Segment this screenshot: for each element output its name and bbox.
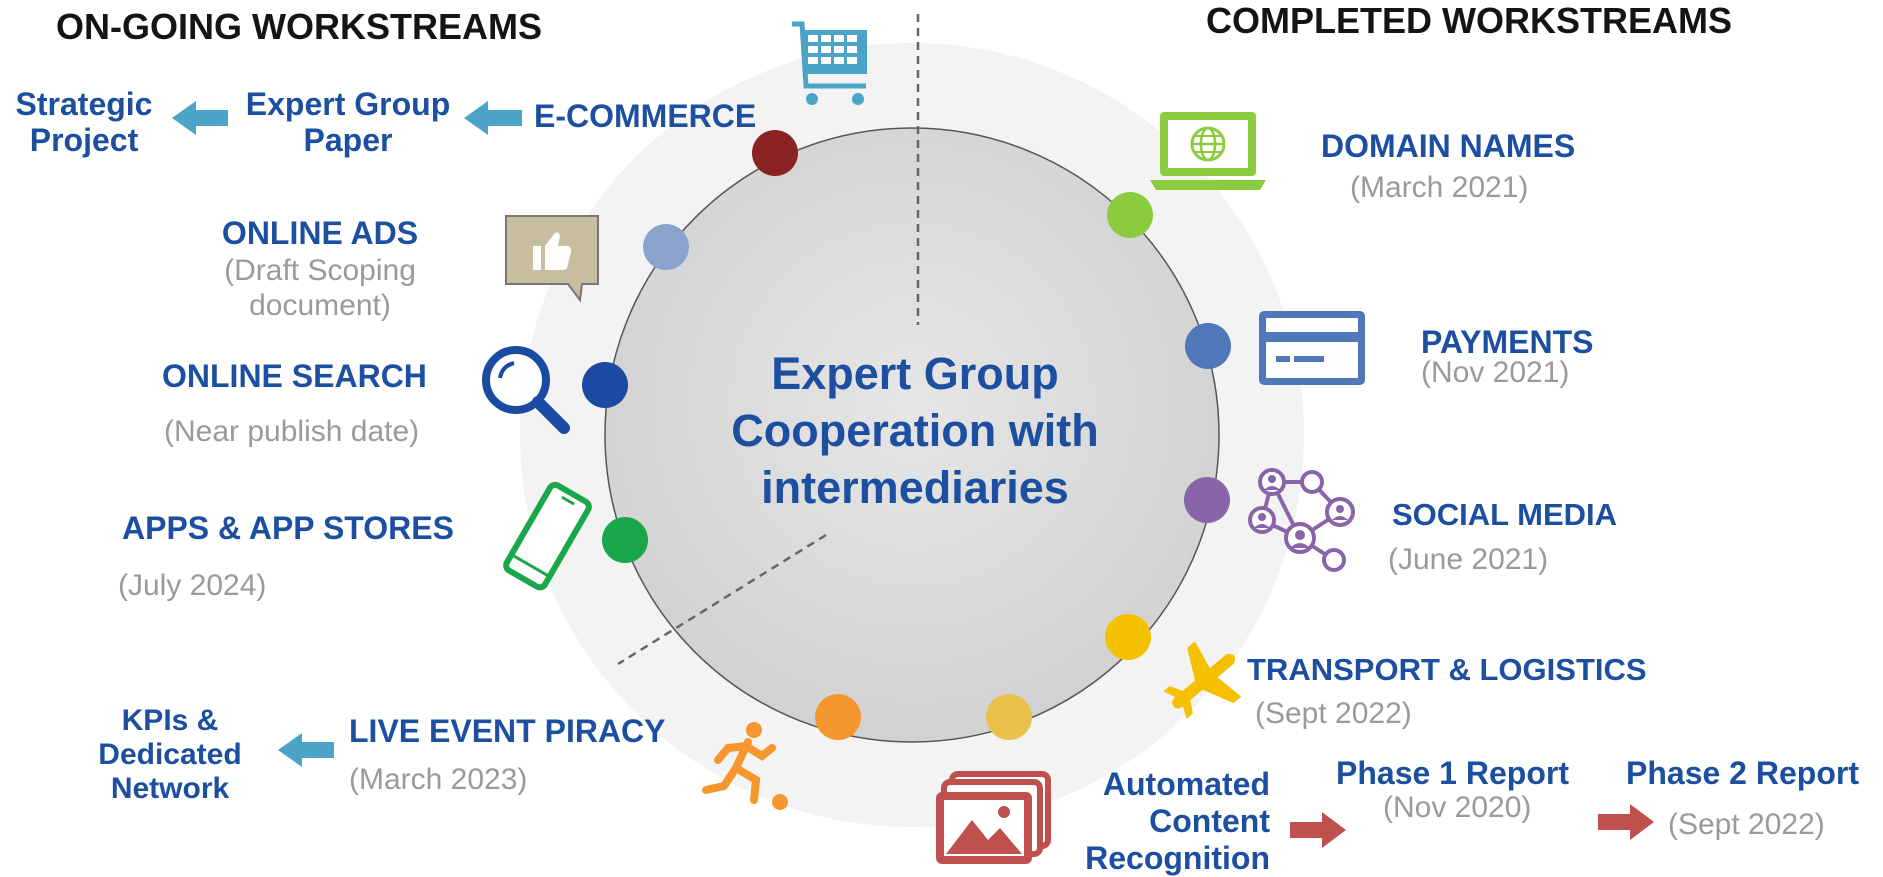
online-ads-label: ONLINE ADS xyxy=(221,215,419,251)
acr-phase1-date: (Nov 2020) xyxy=(1383,791,1532,824)
shopping-cart-icon xyxy=(792,21,867,105)
ecommerce-step1-line1: Expert Group xyxy=(245,86,451,122)
social-media-label: SOCIAL MEDIA xyxy=(1392,497,1618,532)
center-disc xyxy=(604,127,1220,743)
acr-phase2-date: (Sept 2022) xyxy=(1668,808,1825,841)
social-media-date: (June 2021) xyxy=(1388,543,1549,576)
arrow-phase1-to-phase2 xyxy=(1598,804,1654,840)
online-ads-status-line2: document) xyxy=(249,289,391,322)
domain-names-date: (March 2021) xyxy=(1350,171,1529,204)
payments-label: PAYMENTS xyxy=(1421,324,1594,360)
acr-phase2-label: Phase 2 Report xyxy=(1626,755,1859,791)
laptop-globe-icon xyxy=(1150,112,1266,190)
online-ads-status: (Draft Scoping document) xyxy=(200,253,440,323)
dot-ecommerce xyxy=(752,130,798,176)
arrow-paper-to-project xyxy=(172,101,228,135)
center-title: Expert Group Cooperation with intermedia… xyxy=(655,345,1175,516)
acr-label-line1: Automated xyxy=(1102,766,1270,802)
magnifier-icon xyxy=(482,346,570,434)
ecommerce-step2-line2: Project xyxy=(29,122,139,158)
apps-label: APPS & APP STORES xyxy=(122,510,454,546)
online-search-label: ONLINE SEARCH xyxy=(162,358,427,394)
ecommerce-step-strategic-project: Strategic Project xyxy=(4,86,164,158)
live-event-status: (March 2023) xyxy=(349,763,528,796)
domain-names-label: DOMAIN NAMES xyxy=(1321,128,1576,164)
arrow-acr-to-phase1 xyxy=(1290,812,1346,848)
ecommerce-label: E-COMMERCE xyxy=(534,98,757,134)
kpis-line1: KPIs & xyxy=(121,704,219,737)
kpis-line2: Dedicated xyxy=(98,738,242,771)
dot-online-search xyxy=(582,362,628,408)
transport-label: TRANSPORT & LOGISTICS xyxy=(1247,652,1647,687)
kpis-line3: Network xyxy=(110,772,230,805)
apps-status: (July 2024) xyxy=(118,569,267,602)
live-event-label: LIVE EVENT PIRACY xyxy=(349,713,666,749)
dot-domain-names xyxy=(1107,192,1153,238)
header-ongoing: ON-GOING WORKSTREAMS xyxy=(56,6,542,47)
arrow-live-event-to-kpis xyxy=(278,733,334,767)
acr-label-line2: Content xyxy=(1149,803,1270,839)
dot-live-event xyxy=(815,694,861,740)
dot-transport xyxy=(1105,614,1151,660)
payments-date: (Nov 2021) xyxy=(1421,356,1570,389)
divider-line-diagonal xyxy=(617,533,827,666)
dot-payments xyxy=(1185,323,1231,369)
ecommerce-step-expert-paper: Expert Group Paper xyxy=(238,86,458,158)
dot-apps xyxy=(602,517,648,563)
thumbs-up-speech-icon xyxy=(505,215,599,303)
ecommerce-step1-line2: Paper xyxy=(303,122,393,158)
center-title-line1: Expert Group xyxy=(771,348,1059,399)
ecommerce-step2-line1: Strategic xyxy=(15,86,153,122)
acr-phase1-label: Phase 1 Report xyxy=(1336,755,1569,791)
header-completed: COMPLETED WORKSTREAMS xyxy=(1206,0,1732,41)
acr-label: Automated Content Recognition xyxy=(1050,766,1270,877)
smartphone-icon xyxy=(503,482,592,591)
dot-online-ads xyxy=(643,224,689,270)
credit-card-icon xyxy=(1259,311,1365,385)
online-search-status: (Near publish date) xyxy=(164,415,420,448)
online-ads-status-line1: (Draft Scoping xyxy=(224,254,416,287)
dot-acr xyxy=(986,694,1032,740)
image-gallery-icon xyxy=(936,771,1051,864)
transport-date: (Sept 2022) xyxy=(1255,697,1412,730)
airplane-icon xyxy=(1163,641,1242,719)
network-people-icon xyxy=(1248,468,1355,572)
center-title-line3: intermediaries xyxy=(761,462,1069,513)
live-event-next-kpis: KPIs & Dedicated Network xyxy=(80,704,260,806)
dot-social-media xyxy=(1184,477,1230,523)
arrow-ecommerce-to-paper xyxy=(464,101,522,135)
acr-label-line3: Recognition xyxy=(1085,840,1270,876)
runner-icon xyxy=(702,722,788,810)
center-title-line2: Cooperation with xyxy=(731,405,1099,456)
